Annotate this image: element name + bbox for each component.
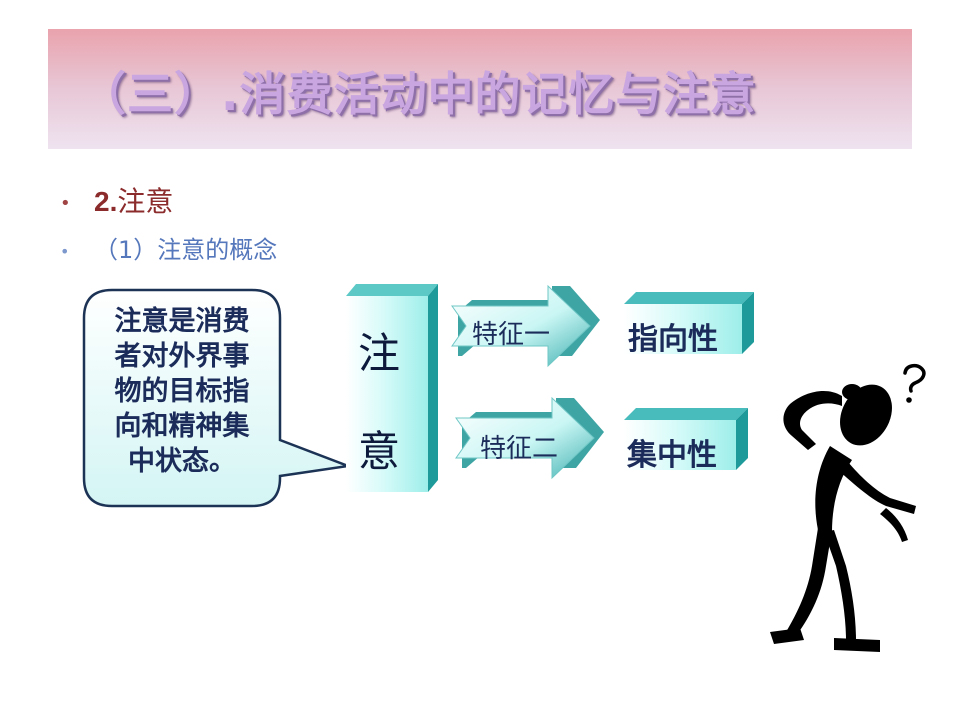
feature-1-result: 指向性 xyxy=(628,322,718,357)
pillar-char-bottom: 意 xyxy=(357,427,400,476)
arrow-feature-1 xyxy=(451,284,600,368)
question-mark-icon xyxy=(903,363,926,393)
bubble-line: 向和精神集 xyxy=(114,411,250,442)
feature-1-label: 特征一 xyxy=(472,320,551,350)
bullet-dot-icon: • xyxy=(60,192,71,214)
bubble-line: 物的目标指 xyxy=(114,376,250,407)
bullet-subtext: （1）注意的概念 xyxy=(94,236,278,264)
bullet-level1: • 2.注意 xyxy=(60,180,173,220)
bullet-number: 2. xyxy=(94,186,118,217)
bullet-dot-icon: • xyxy=(60,241,70,261)
arrow-feature-2 xyxy=(455,396,604,480)
feature-2-result: 集中性 xyxy=(627,438,717,473)
pillar-box xyxy=(346,284,438,492)
slide-title: （三）.消费活动中的记忆与注意 xyxy=(80,67,757,121)
pillar-char-top: 注 xyxy=(357,329,400,378)
bullet-text: 注意 xyxy=(117,185,174,218)
title-band xyxy=(48,29,912,149)
result-box-2 xyxy=(624,408,748,470)
bullet-level2: • （1）注意的概念 xyxy=(60,230,277,265)
bubble-line: 注意是消费 xyxy=(114,306,250,337)
thinking-figure-icon xyxy=(770,384,916,652)
question-mark-dot xyxy=(906,397,912,403)
feature-2-label: 特征二 xyxy=(480,434,559,464)
speech-bubble xyxy=(82,288,353,508)
definition-bubble-text: 注意是消费 者对外界事 物的目标指 向和精神集 中状态。 xyxy=(94,304,270,479)
result-box-1 xyxy=(624,292,754,354)
bubble-line: 中状态。 xyxy=(128,446,236,477)
bubble-line: 者对外界事 xyxy=(114,341,250,372)
